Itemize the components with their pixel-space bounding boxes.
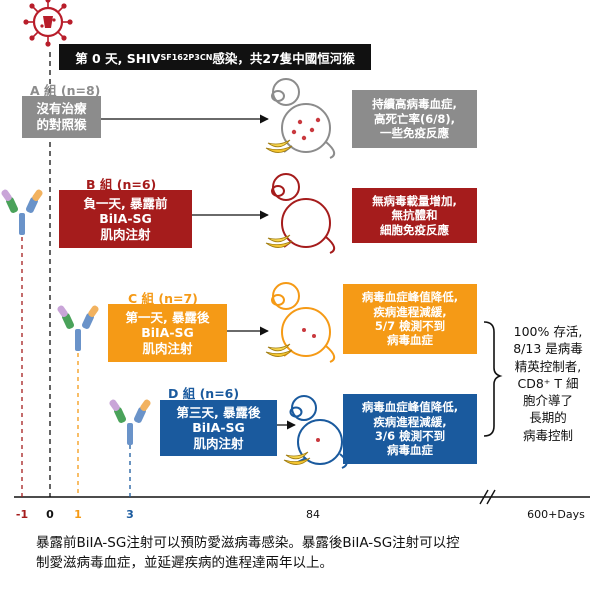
antibody-icon-d [109, 399, 151, 445]
group-d-n: (n=6) [199, 386, 240, 401]
group-a-treatment-box: 沒有治療 的對照猴 [22, 96, 101, 138]
group-b-n: (n=6) [116, 177, 157, 192]
group-d-outcome-box: 病毒血症峰值降低, 疾病進程減緩, 3/6 檢測不到 病毒血症 [343, 394, 477, 464]
summary-line: 8/13 是病毒 [513, 341, 583, 357]
tick-day-1: 1 [74, 508, 82, 521]
group-d-treatment-line: BiIA-SG [192, 420, 245, 436]
group-c-treatment-box: 第一天, 暴露後 BiIA-SG 肌肉注射 [108, 304, 227, 362]
tick-day-0: 0 [46, 508, 54, 521]
group-a-treatment-line: 沒有治療 [36, 101, 87, 117]
summary-text: 100% 存活, 8/13 是病毒 精英控制者, CD8⁺ T 細 胞介導了 長… [500, 323, 596, 444]
monkey-icon-c [265, 282, 336, 363]
monkey-icon-b [265, 173, 336, 254]
group-c-treatment-line: BiIA-SG [141, 325, 194, 341]
summary-line: 精英控制者, [514, 358, 582, 374]
group-d-label: D 組 (n=6) [168, 383, 239, 402]
group-a-outcome-line: 一些免疫反應 [380, 126, 449, 141]
summary-line: CD8⁺ T 細 [517, 375, 579, 391]
group-c-outcome-line: 病毒血症 [387, 333, 433, 348]
group-c-outcome-line: 疾病進程減緩, [373, 304, 447, 319]
group-b-label: B 組 (n=6) [86, 174, 156, 193]
group-d-treatment-box: 第三天, 暴露後 BiIA-SG 肌肉注射 [160, 400, 277, 456]
group-b-outcome-line: 無抗體和 [391, 208, 438, 223]
group-b-outcome-line: 細胞免疫反應 [380, 222, 449, 237]
header-text-b: 感染，共27隻中國恒河猴 [212, 50, 355, 66]
group-b-treatment-line: BiIA-SG [99, 211, 152, 227]
group-c-n: (n=7) [158, 291, 198, 306]
group-d-outcome-line: 病毒血症 [387, 443, 433, 458]
group-d-treatment-line: 第三天, 暴露後 [176, 404, 261, 420]
group-b-outcome-box: 無病毒載量增加, 無抗體和 細胞免疫反應 [352, 188, 477, 243]
group-a-label: A 組 (n=8) [30, 80, 100, 99]
group-d-outcome-line: 3/6 檢測不到 [374, 429, 446, 443]
banana-icon-d [283, 451, 311, 465]
group-d-outcome-line: 疾病進程減緩, [373, 414, 447, 429]
summary-line: 100% 存活, [513, 324, 583, 339]
virus-icon [23, 0, 73, 47]
group-c-outcome-line: 病毒血症峰值降低, [361, 290, 459, 305]
caption-line: 暴露前BiIA-SG注射可以預防愛滋病毒感染。暴露後BiIA-SG注射可以控 [36, 535, 460, 551]
group-b-outcome-line: 無病毒載量增加, [372, 193, 457, 208]
caption: 暴露前BiIA-SG注射可以預防愛滋病毒感染。暴露後BiIA-SG注射可以控 制… [36, 533, 576, 574]
tick-day-84: 84 [306, 508, 320, 521]
group-c-label: C 組 (n=7) [128, 288, 198, 307]
tick-day-minus1: -1 [15, 508, 29, 521]
group-a-outcome-line: 高死亡率(6/8), [373, 111, 456, 126]
antibody-icon-c [57, 305, 99, 351]
group-c-treatment-line: 第一天, 暴露後 [125, 309, 210, 325]
group-a-treatment-line: 的對照猴 [36, 117, 87, 132]
banana-icon-c [265, 343, 293, 357]
banana-icon-b [265, 234, 293, 248]
monkey-icon-a [265, 78, 336, 159]
group-c-outcome-line: 5/7 檢測不到 [374, 319, 446, 333]
group-c-outcome-box: 病毒血症峰值降低, 疾病進程減緩, 5/7 檢測不到 病毒血症 [343, 284, 477, 354]
group-d-treatment-line: 肌肉注射 [193, 435, 244, 451]
timeline-break-mark [479, 489, 496, 505]
header-text-a: 第 0 天, SHIV [75, 50, 161, 66]
monkey-icon-d [283, 395, 348, 469]
group-a-n: (n=8) [60, 83, 101, 98]
group-b-name: B 組 [86, 177, 113, 192]
antibody-icon-b [1, 189, 43, 235]
group-d-name: D 組 [168, 386, 196, 401]
group-a-name: A 組 [30, 83, 57, 98]
group-c-name: C 組 [128, 291, 155, 306]
group-d-outcome-line: 病毒血症峰值降低, [361, 400, 459, 415]
tick-day-600: 600+Days [527, 508, 585, 521]
group-a-outcome-box: 持續高病毒血症, 高死亡率(6/8), 一些免疫反應 [352, 90, 477, 148]
summary-line: 病毒控制 [522, 427, 573, 443]
tick-day-3: 3 [126, 508, 134, 521]
header-subscript: SF162P3CN [160, 52, 213, 62]
group-c-treatment-line: 肌肉注射 [142, 340, 193, 356]
banana-icon-a [265, 139, 293, 153]
summary-line: 長期的 [529, 410, 567, 426]
group-b-treatment-line: 負一天, 暴露前 [83, 195, 168, 211]
caption-line: 制愛滋病毒血症，並延遲疾病的進程達兩年以上。 [36, 555, 333, 572]
group-b-treatment-line: 肌肉注射 [100, 226, 151, 242]
group-a-outcome-line: 持續高病毒血症, [372, 97, 457, 112]
group-b-treatment-box: 負一天, 暴露前 BiIA-SG 肌肉注射 [59, 190, 192, 248]
summary-line: 胞介導了 [522, 393, 573, 408]
summary-bracket [483, 321, 503, 437]
